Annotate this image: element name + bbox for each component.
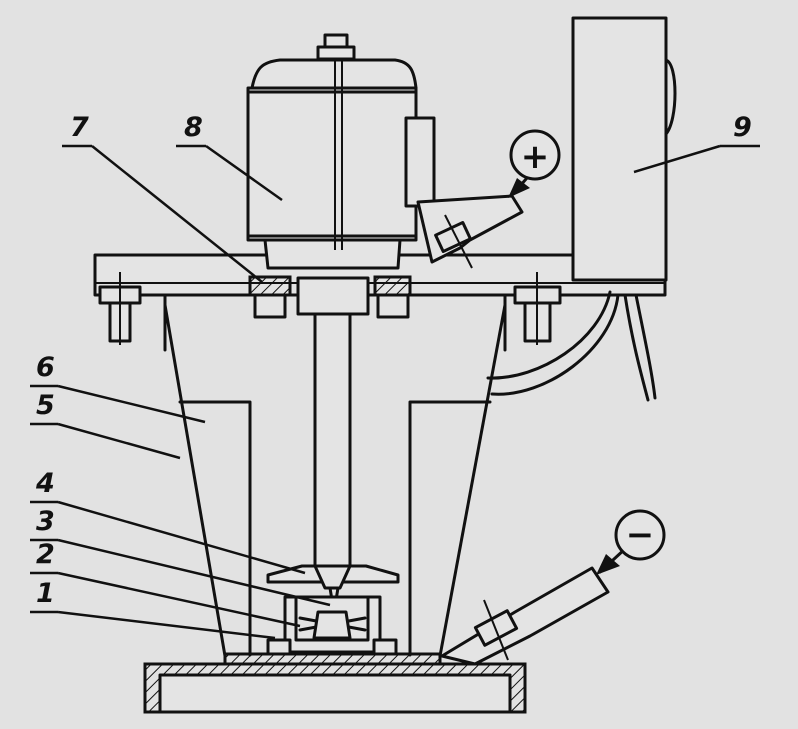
label-6: 6 — [36, 352, 55, 383]
base-plate — [143, 652, 527, 714]
impeller — [266, 564, 400, 614]
label-1: 1 — [36, 578, 55, 609]
positive-terminal: + — [416, 129, 561, 269]
label-7: 7 — [70, 112, 89, 143]
label-5: 5 — [36, 390, 55, 421]
label-group-2: 2 — [30, 539, 301, 628]
label-group-1: 1 — [30, 578, 276, 640]
label-4: 4 — [35, 468, 55, 499]
label-9: 9 — [733, 112, 752, 143]
left-bolt — [98, 272, 142, 345]
electric-motor — [246, 33, 436, 316]
label-group-8: 8 — [176, 112, 283, 202]
motor-shaft — [313, 312, 352, 568]
label-group-4: 4 — [30, 468, 306, 575]
damper-left — [248, 275, 292, 319]
control-box — [571, 16, 677, 282]
label-group-7: 7 — [62, 112, 263, 283]
label-group-3: 3 — [30, 506, 331, 607]
label-2: 2 — [36, 539, 55, 570]
label-8: 8 — [184, 112, 203, 143]
right-bolt — [513, 272, 562, 345]
negative-terminal: − — [440, 509, 666, 666]
label-3: 3 — [36, 506, 55, 537]
inner-screens — [178, 400, 492, 657]
label-group-5: 5 — [30, 390, 181, 460]
positive-sign: + — [521, 137, 550, 177]
power-cable — [486, 290, 657, 402]
negative-sign: − — [626, 515, 655, 555]
label-group-9: 9 — [633, 112, 760, 174]
damper-right — [373, 275, 412, 319]
crucible — [266, 595, 398, 656]
label-group-6: 6 — [30, 352, 206, 424]
